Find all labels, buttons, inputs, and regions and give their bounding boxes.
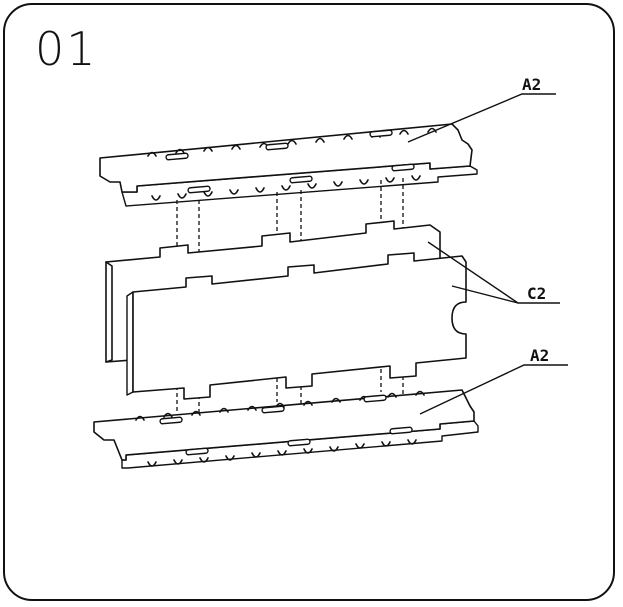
label-top-a2: A2: [522, 75, 542, 94]
leader-c2-lower: [451, 285, 519, 304]
label-c2: C2: [527, 284, 547, 303]
leader-bottom-a2: [419, 364, 568, 415]
label-bottom-a2: A2: [530, 346, 550, 365]
step-number: 01: [35, 22, 98, 76]
leader-top-a2: [407, 93, 556, 143]
